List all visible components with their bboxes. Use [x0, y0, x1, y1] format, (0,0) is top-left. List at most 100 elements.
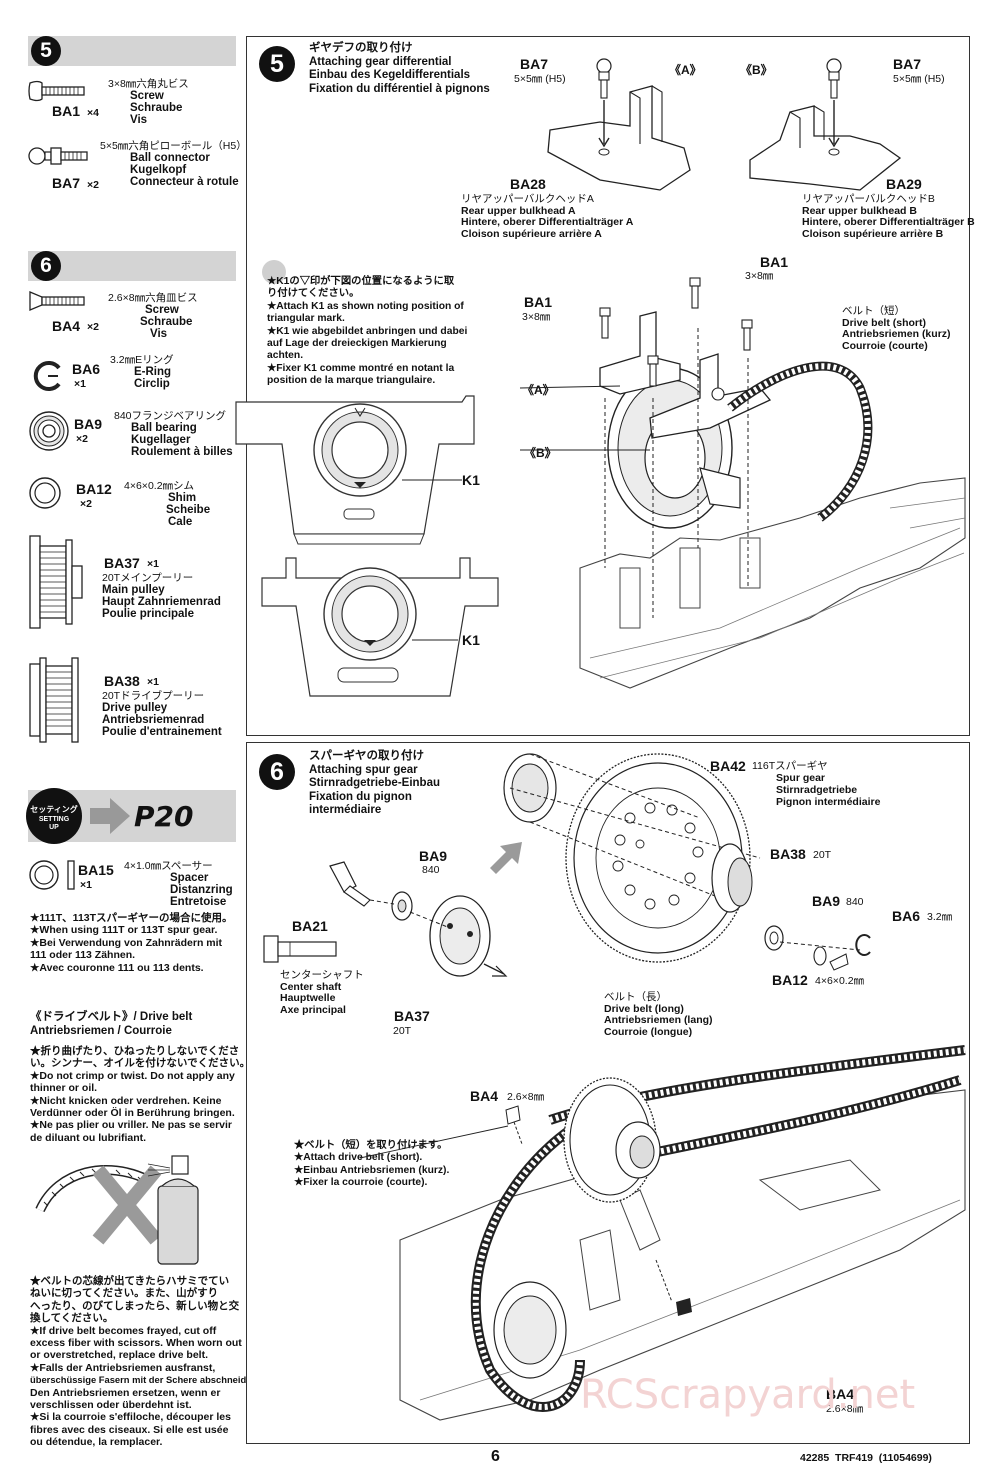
ba12-code: BA12 — [772, 972, 808, 988]
note-line: ★K1 wie abgebildet anbringen und dabei — [267, 325, 468, 337]
drive-belt-short-label: ベルト（短） Drive belt (short) Antriebsriemen… — [842, 305, 951, 352]
part-de: Schraube — [130, 102, 183, 114]
part-code: BA12 — [76, 481, 112, 497]
note-line: or overstretched, replace drive belt. — [30, 1349, 208, 1362]
note-line: 111 oder 113 Zähnen. — [30, 949, 136, 962]
watermark: RCScrapyard.net — [580, 1372, 916, 1418]
ba38-code: BA38 — [770, 846, 806, 862]
part-en: Ball bearing — [131, 422, 197, 434]
part-en: Screw — [145, 304, 179, 316]
ba1-left-code: BA1 — [524, 294, 553, 310]
desc-line: Cloison supérieure arrière B — [802, 227, 944, 240]
drive-belt-long-label: ベルト（長） Drive belt (long) Antriebsriemen … — [604, 991, 713, 1038]
part-jp: 20Tドライブプーリー — [102, 690, 205, 702]
spacer-notes: ★111T、113Tスパーギヤーの場合に使用。 ★When using 111T… — [30, 912, 233, 974]
note-line: position de la marque triangulaire. — [267, 375, 436, 387]
ba12-size: 4×6×0.2㎜ — [815, 975, 865, 987]
attach-belt-notes: ★ベルト（短）を取り付けます。 ★Attach drive belt (shor… — [294, 1140, 449, 1190]
title-line: Fixation du pignon — [309, 790, 412, 803]
note-line: ★Do not crimp or twist. Do not apply any — [30, 1069, 235, 1082]
note-line: ★Ne pas plier ou vriller. Ne pas se serv… — [30, 1119, 233, 1132]
setting-up-badge — [26, 788, 82, 844]
desc-line: Axe principal — [280, 1003, 346, 1016]
e-ring-icon — [33, 361, 61, 391]
ba29-description: リヤアッパーバルクヘッドB Rear upper bulkhead B Hint… — [802, 193, 975, 240]
title-line: Stirnradgetriebe-Einbau — [309, 777, 440, 789]
note-line: de diluant ou lubrifiant. — [30, 1131, 147, 1144]
note-line: ★Einbau Antriebsriemen (kurz). — [294, 1164, 450, 1176]
label-a: 《A》 — [522, 383, 555, 397]
countersunk-screw-icon — [29, 291, 85, 311]
desc-line: リヤアッパーバルクヘッドA — [461, 193, 594, 205]
part-de: Distanzring — [170, 884, 233, 896]
step5-title: ギヤデフの取り付け Attaching gear differential Ei… — [309, 42, 490, 96]
title-line: スパーギヤの取り付け — [309, 750, 424, 762]
note-line: achten. — [267, 350, 304, 362]
label-line: Courroie (longue) — [604, 1025, 693, 1038]
step6-title: スパーギヤの取り付け Attaching spur gear Stirnradg… — [309, 750, 440, 818]
ba29-code: BA29 — [886, 176, 922, 192]
note-line: ★ベルト（短）を取り付けます。 — [294, 1140, 448, 1151]
ba6-code: BA6 — [892, 908, 921, 924]
title-line: Antriebsriemen / Courroie — [30, 1025, 172, 1037]
part-fr: Roulement à billes — [131, 446, 233, 458]
part-jp: 4×6×0.2㎜シム — [124, 480, 195, 492]
note-line: thinner or oil. — [30, 1082, 98, 1095]
ba7-right-size: 5×5㎜ (H5) — [893, 73, 945, 85]
ball-connector-icon — [28, 147, 88, 165]
ba37-code: BA37 — [394, 1008, 430, 1024]
title-line: Attaching spur gear — [309, 763, 418, 776]
part-code: BA4 — [52, 318, 81, 334]
setting-up-badge-jp: セッティング — [30, 805, 78, 814]
gear-differential-assembly-drawing — [519, 277, 966, 689]
part-code: BA6 — [72, 361, 101, 377]
part-en: Shim — [168, 492, 197, 504]
note-line: triangular mark. — [267, 313, 345, 325]
label-line: Drive belt (long) — [604, 1002, 684, 1015]
bearing-shim-eclip-drawing — [764, 925, 871, 971]
part-jp: 2.6×8㎜六角皿ビス — [108, 292, 198, 304]
part-jp: 20Tメインプーリー — [102, 572, 194, 584]
setting-up-page[interactable]: P20 — [134, 800, 194, 833]
ba42-jp: 116Tスパーギヤ — [752, 760, 828, 772]
part-code: BA1 — [52, 103, 81, 119]
part-jp: 5×5㎜六角ピローボール（H5） — [100, 140, 247, 152]
k1-label-b: K1 — [462, 632, 480, 648]
part-qty: ×1 — [80, 879, 92, 891]
part-qty: ×1 — [74, 378, 86, 390]
direction-arrow-icon — [490, 842, 522, 874]
ba42-fr: Pignon intermédiaire — [776, 796, 881, 808]
ba7-right-code: BA7 — [893, 56, 922, 72]
ba9-top-code: BA9 — [419, 848, 448, 864]
part-code: BA38 — [104, 673, 140, 689]
ba42-de: Stirnradgetriebe — [776, 784, 858, 796]
part-qty: ×4 — [87, 107, 99, 119]
part-code: BA7 — [52, 175, 81, 191]
label-line: Antriebsriemen (kurz) — [842, 328, 951, 340]
note-line: ou détendue, la remplacer. — [30, 1436, 163, 1449]
note-line: verschlissen oder überdehnt ist. — [30, 1399, 192, 1412]
k1-orientation-diagram-b — [261, 557, 499, 697]
ba7-left-code: BA7 — [520, 56, 549, 72]
model-number: 42285 TRF419 (11054699) — [800, 1452, 932, 1464]
part-jp: 3.2㎜Eリング — [110, 354, 174, 366]
note-line: ★Avec couronne 111 ou 113 dents. — [30, 961, 204, 974]
desc-line: Hintere, oberer Differentialträger B — [802, 216, 975, 228]
part-en: Ball connector — [130, 152, 210, 164]
part-en: Spacer — [170, 872, 209, 884]
step5-parts-header — [28, 36, 236, 66]
note-line: ★K1の▽印が下図の位置になるように取 — [267, 276, 455, 287]
main-pulley-icon — [29, 535, 83, 629]
center-shaft-assembly-drawing — [263, 861, 508, 977]
step6-parts-header — [28, 251, 236, 281]
part-de: Kugellager — [131, 434, 191, 446]
step5-parts-number: 5 — [31, 36, 61, 66]
part-code: BA37 — [104, 555, 140, 571]
desc-line: Rear upper bulkhead A — [461, 204, 576, 217]
part-de: Kugelkopf — [130, 164, 187, 176]
note-line: ★Si la courroie s'effiloche, découper le… — [30, 1411, 231, 1424]
ball-bearing-icon — [29, 411, 69, 451]
part-qty: ×2 — [80, 498, 92, 510]
part-jp: 3×8㎜六角丸ビス — [108, 78, 189, 90]
part-qty: ×2 — [87, 321, 99, 333]
